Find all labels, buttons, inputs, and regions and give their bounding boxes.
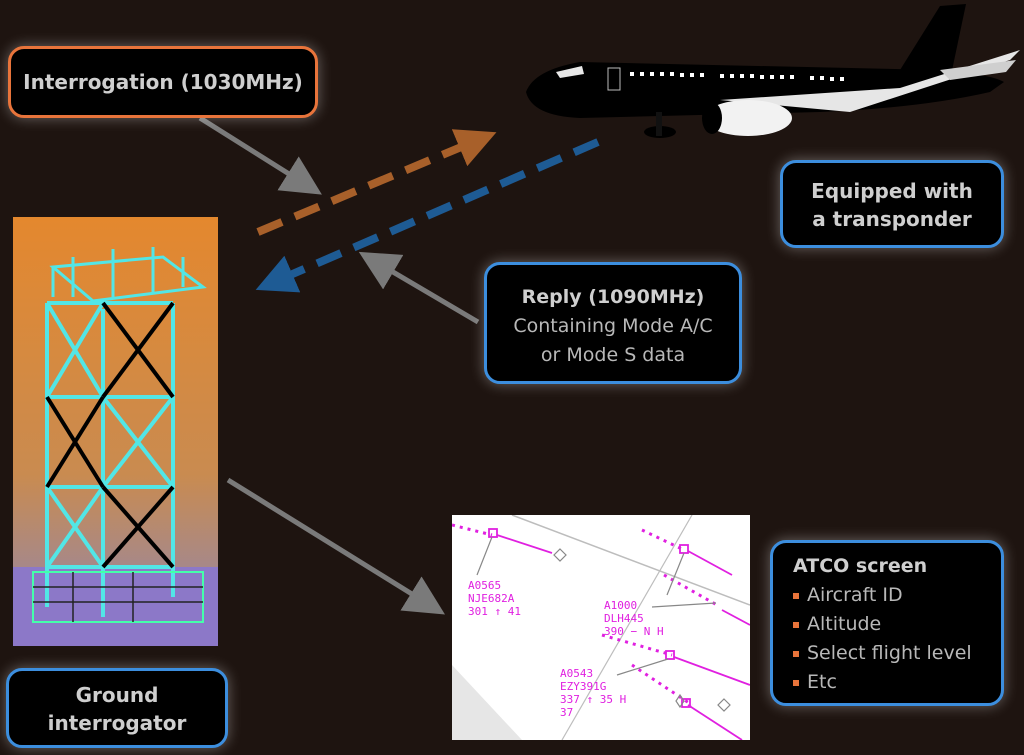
- atco-screen-callout: ATCO screen Aircraft ID Altitude Select …: [770, 540, 1004, 706]
- screen-pointer-arrow: [226, 477, 445, 615]
- bullet-icon: [793, 679, 799, 686]
- atco-item: Etc: [793, 668, 1001, 697]
- radar-label-a0543: A0543 EZY391G 337 ↑ 35 H 37: [560, 667, 627, 719]
- radar-label-a1000: A1000 DLH445 390 − N H: [604, 599, 664, 638]
- reply-pointer-arrow: [358, 251, 480, 325]
- interrogation-signal: [256, 129, 497, 236]
- atco-item: Select flight level: [793, 639, 1001, 668]
- ground-interrogator-tower-image: [13, 217, 218, 646]
- atco-radar-screen-image: A0565 NJE682A 301 ↑ 41 A1000 DLH445 390 …: [452, 515, 750, 740]
- ground-line2: interrogator: [47, 711, 187, 735]
- atco-item: Aircraft ID: [793, 581, 1001, 610]
- atco-title: ATCO screen: [793, 555, 928, 577]
- bullet-icon: [793, 592, 799, 599]
- ground-interrogator-callout: Ground interrogator: [6, 668, 228, 748]
- bullet-icon: [793, 621, 799, 628]
- reply-callout: Reply (1090MHz) Containing Mode A/C or M…: [484, 262, 742, 384]
- reply-title: Reply (1090MHz): [521, 286, 705, 308]
- aircraft-image: [526, 4, 1020, 138]
- radar-label-a0565: A0565 NJE682A 301 ↑ 41: [468, 579, 521, 618]
- reply-line2: or Mode S data: [540, 344, 686, 366]
- ground-line1: Ground: [75, 683, 159, 707]
- interrogation-title: Interrogation (1030MHz): [23, 70, 303, 94]
- reply-signal: [255, 138, 600, 293]
- atco-item: Altitude: [793, 610, 1001, 639]
- transponder-line2: a transponder: [812, 207, 972, 231]
- bullet-icon: [793, 650, 799, 657]
- transponder-line1: Equipped with: [811, 179, 973, 203]
- interrogation-callout: Interrogation (1030MHz): [8, 46, 318, 118]
- interrogation-pointer-arrow: [198, 115, 322, 195]
- atco-item-list: Aircraft ID Altitude Select flight level…: [793, 581, 1001, 697]
- reply-line1: Containing Mode A/C: [513, 315, 713, 337]
- transponder-callout: Equipped with a transponder: [780, 160, 1004, 248]
